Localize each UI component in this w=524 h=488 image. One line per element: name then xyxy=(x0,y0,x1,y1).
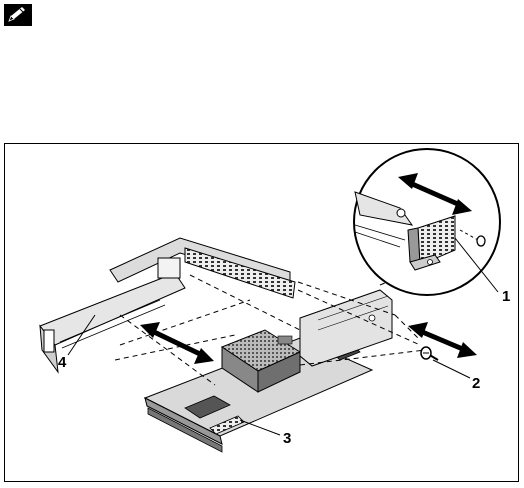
magnifier-circle-icon xyxy=(354,149,500,295)
double-arrow-icon xyxy=(408,322,477,358)
card-bracket xyxy=(300,290,392,366)
double-arrow-icon xyxy=(140,322,214,364)
callout-3: 3 xyxy=(283,430,291,447)
callout-1: 1 xyxy=(502,288,510,305)
callout-2: 2 xyxy=(472,375,480,392)
screw-icon xyxy=(421,347,438,360)
callout-4: 4 xyxy=(58,354,66,371)
